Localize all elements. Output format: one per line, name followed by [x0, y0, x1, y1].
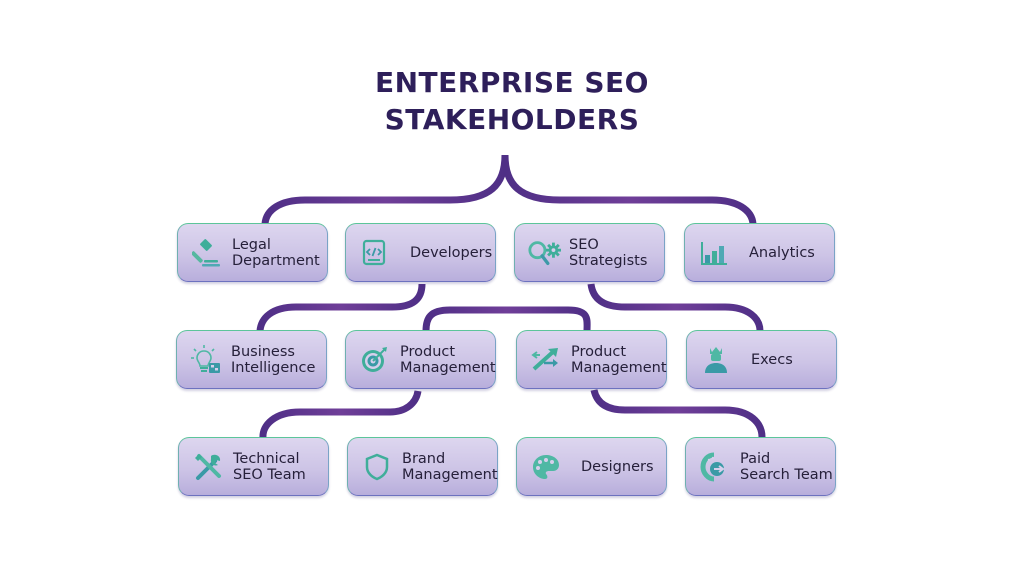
label-line: Management — [400, 359, 496, 376]
label-line: Brand — [402, 450, 446, 467]
label-line: Intelligence — [231, 359, 316, 376]
label-line: Management — [402, 466, 498, 483]
tools-icon — [191, 450, 225, 484]
title-line-2: STAKEHOLDERS — [384, 103, 640, 136]
crown-person-icon — [699, 343, 733, 377]
shield-icon — [360, 450, 394, 484]
node-label: Analytics — [749, 245, 815, 261]
connector-seo-to-execs — [587, 283, 764, 332]
code-icon — [358, 236, 392, 270]
label-line: Product — [400, 343, 456, 360]
connector-pm-to-technical — [259, 390, 422, 439]
search-gear-icon — [527, 236, 561, 270]
bar-chart-icon — [697, 236, 731, 270]
label-line: Search Team — [740, 466, 833, 483]
label-line: Paid — [740, 450, 771, 467]
connector-pm2-to-paid — [590, 389, 766, 438]
label-line: Technical — [233, 450, 300, 467]
label-line: Analytics — [749, 244, 815, 261]
title-line-1: ENTERPRISE SEO — [375, 66, 649, 99]
gavel-icon — [190, 236, 224, 270]
label-line: Developers — [410, 244, 493, 261]
label-line: SEO Team — [233, 466, 306, 483]
label-line: Product — [571, 343, 627, 360]
node-execs: Execs — [686, 330, 837, 389]
lightbulb-icon — [189, 343, 223, 377]
label-line: Department — [232, 252, 320, 269]
label-line: Business — [231, 343, 295, 360]
diagram-title: ENTERPRISE SEO STAKEHOLDERS — [0, 64, 1024, 138]
node-label: Execs — [751, 352, 793, 368]
node-label: Designers — [581, 459, 654, 475]
node-label: Developers — [410, 245, 492, 261]
connector-title-to-analytics — [501, 154, 757, 225]
label-line: Designers — [581, 458, 654, 475]
connector-title-to-legal — [261, 154, 509, 225]
label-line: SEO — [569, 236, 599, 253]
node-designers: Designers — [516, 437, 667, 496]
node-analytics: Analytics — [684, 223, 835, 282]
palette-icon — [529, 450, 563, 484]
label-line: Legal — [232, 236, 271, 253]
paid-search-icon — [698, 450, 732, 484]
label-line: Strategists — [569, 252, 648, 269]
target-icon — [358, 343, 392, 377]
connector-developers-to-pm — [422, 306, 591, 332]
label-line: Execs — [751, 351, 793, 368]
node-developers: Developers — [345, 223, 496, 282]
connector-developers-to-bi — [256, 283, 426, 332]
label-line: Management — [571, 359, 667, 376]
arrows-icon — [529, 343, 563, 377]
